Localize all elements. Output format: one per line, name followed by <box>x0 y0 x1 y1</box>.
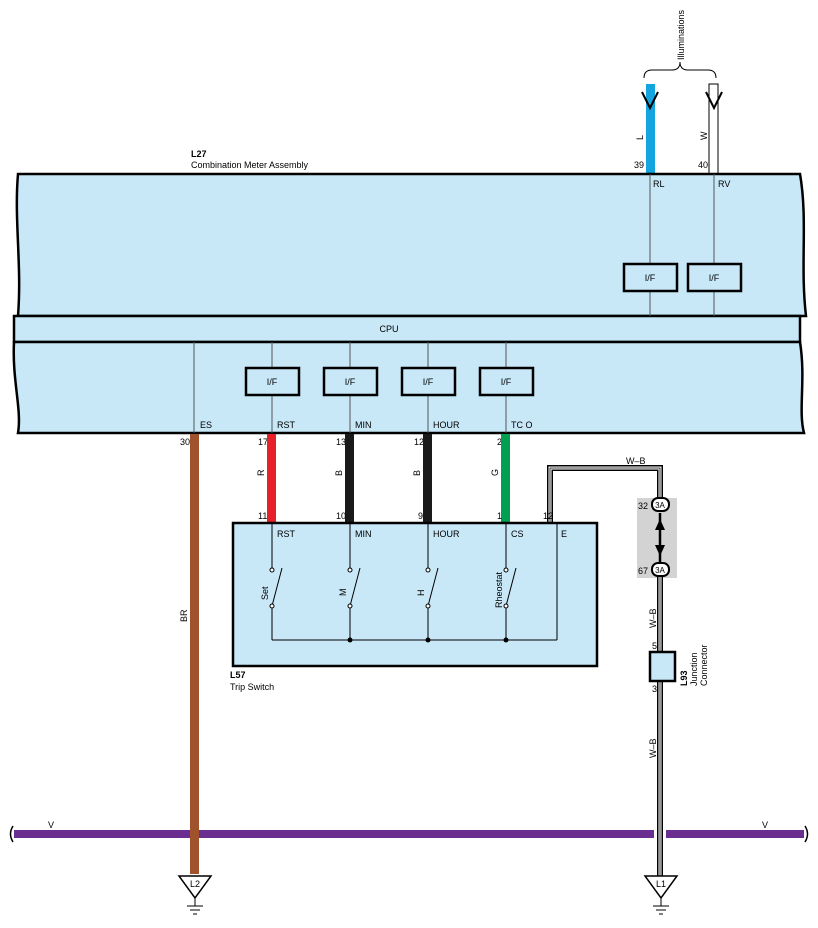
ground-icon <box>177 875 213 915</box>
terminal-label: MIN <box>355 529 372 539</box>
trip-switch-name: Trip Switch <box>230 682 274 692</box>
if-block <box>622 262 679 293</box>
if-block <box>322 366 379 397</box>
svg-text:3A: 3A <box>655 566 665 575</box>
wire-green <box>501 434 510 523</box>
trip-switch-code: L57 <box>230 670 246 680</box>
wire-color-label: L <box>635 135 645 140</box>
cpu-label: CPU <box>379 324 398 334</box>
trip-switch-circuit <box>271 523 558 641</box>
if-block <box>478 366 535 397</box>
wire-white <box>708 83 719 175</box>
terminal-label: RST <box>277 529 296 539</box>
wire-red <box>267 434 276 523</box>
pin-number: 9 <box>418 511 423 521</box>
pin-number: 17 <box>258 437 268 447</box>
pin-number: 13 <box>336 437 346 447</box>
terminal-label: HOUR <box>433 529 460 539</box>
terminal-label: TC O <box>511 420 533 430</box>
junction-connector-name: Junction <box>689 652 699 686</box>
bus-wire <box>199 830 654 838</box>
wire-color-label: R <box>256 469 266 476</box>
junction-connector-code: L93 <box>679 670 689 686</box>
pin-number: 30 <box>180 437 190 447</box>
wire-color-label: G <box>490 469 500 476</box>
terminal-label: RL <box>653 179 665 189</box>
switch-label: M <box>338 589 348 597</box>
bus-wire <box>666 830 804 838</box>
pin-number: 5 <box>652 641 657 651</box>
wire-color-label: BR <box>179 609 189 622</box>
ground-icon <box>643 875 679 915</box>
switch-label: Rheostat <box>494 571 504 608</box>
if-block <box>244 366 301 397</box>
if-block <box>400 366 457 397</box>
pin-number: 11 <box>258 511 267 521</box>
terminal-label: HOUR <box>433 420 460 430</box>
wire-color-label: W–B <box>648 608 658 628</box>
wire-color-label: B <box>412 470 422 476</box>
pin-number: 40 <box>698 160 708 170</box>
switch-label: Set <box>260 586 270 600</box>
pin-number: 1 <box>497 511 502 521</box>
terminal-label: RV <box>718 179 730 189</box>
meter-upper-section <box>15 172 808 318</box>
terminal-label: ES <box>200 420 212 430</box>
ground-label: L2 <box>190 879 200 889</box>
terminal-label: CS <box>511 529 524 539</box>
pin-number: 67 <box>638 566 648 576</box>
svg-text:I/F: I/F <box>645 273 656 283</box>
bus-label: V <box>48 820 54 830</box>
svg-text:I/F: I/F <box>709 273 720 283</box>
if-block <box>686 262 743 293</box>
arrow-down-icon <box>641 91 659 111</box>
wire-color-label: B <box>334 470 344 476</box>
wire-black <box>423 434 432 523</box>
junction-connector <box>648 650 677 683</box>
wire-color-label: W <box>699 131 709 140</box>
terminal-label: MIN <box>355 420 372 430</box>
wire-color-label: W–B <box>648 738 658 758</box>
pin-number: 39 <box>634 160 644 170</box>
terminal-label: E <box>561 529 567 539</box>
junction-connector-name: Connector <box>699 644 709 686</box>
meter-name: Combination Meter Assembly <box>191 160 309 170</box>
switch-label: H <box>416 590 426 597</box>
trip-switch-box <box>231 521 599 668</box>
junction-pin-bottom <box>651 562 670 577</box>
bus-label: V <box>762 820 768 830</box>
meter-code: L27 <box>191 149 207 159</box>
bus-wire <box>14 830 190 838</box>
terminal-label: RST <box>277 420 296 430</box>
arrow-down-icon <box>705 91 723 111</box>
wire-brown <box>190 434 199 874</box>
wire-black <box>345 434 354 523</box>
svg-text:I/F: I/F <box>267 377 278 387</box>
pin-number: 10 <box>336 511 346 521</box>
pin-number: 3 <box>652 684 657 694</box>
junction-pin-top <box>651 497 670 512</box>
pin-number: 12 <box>543 511 553 521</box>
cpu-section <box>12 314 802 344</box>
svg-text:I/F: I/F <box>345 377 356 387</box>
illuminations-label: Illuminations <box>676 9 686 60</box>
wire-color-label: W–B <box>626 456 646 466</box>
illuminations-brace <box>643 61 717 79</box>
pin-number: 2 <box>497 437 502 447</box>
svg-text:I/F: I/F <box>423 377 434 387</box>
ground-label: L1 <box>656 879 666 889</box>
pin-number: 32 <box>638 501 648 511</box>
svg-text:3A: 3A <box>655 501 665 510</box>
wire-blue <box>646 84 655 174</box>
svg-text:I/F: I/F <box>501 377 512 387</box>
pin-number: 12 <box>414 437 424 447</box>
